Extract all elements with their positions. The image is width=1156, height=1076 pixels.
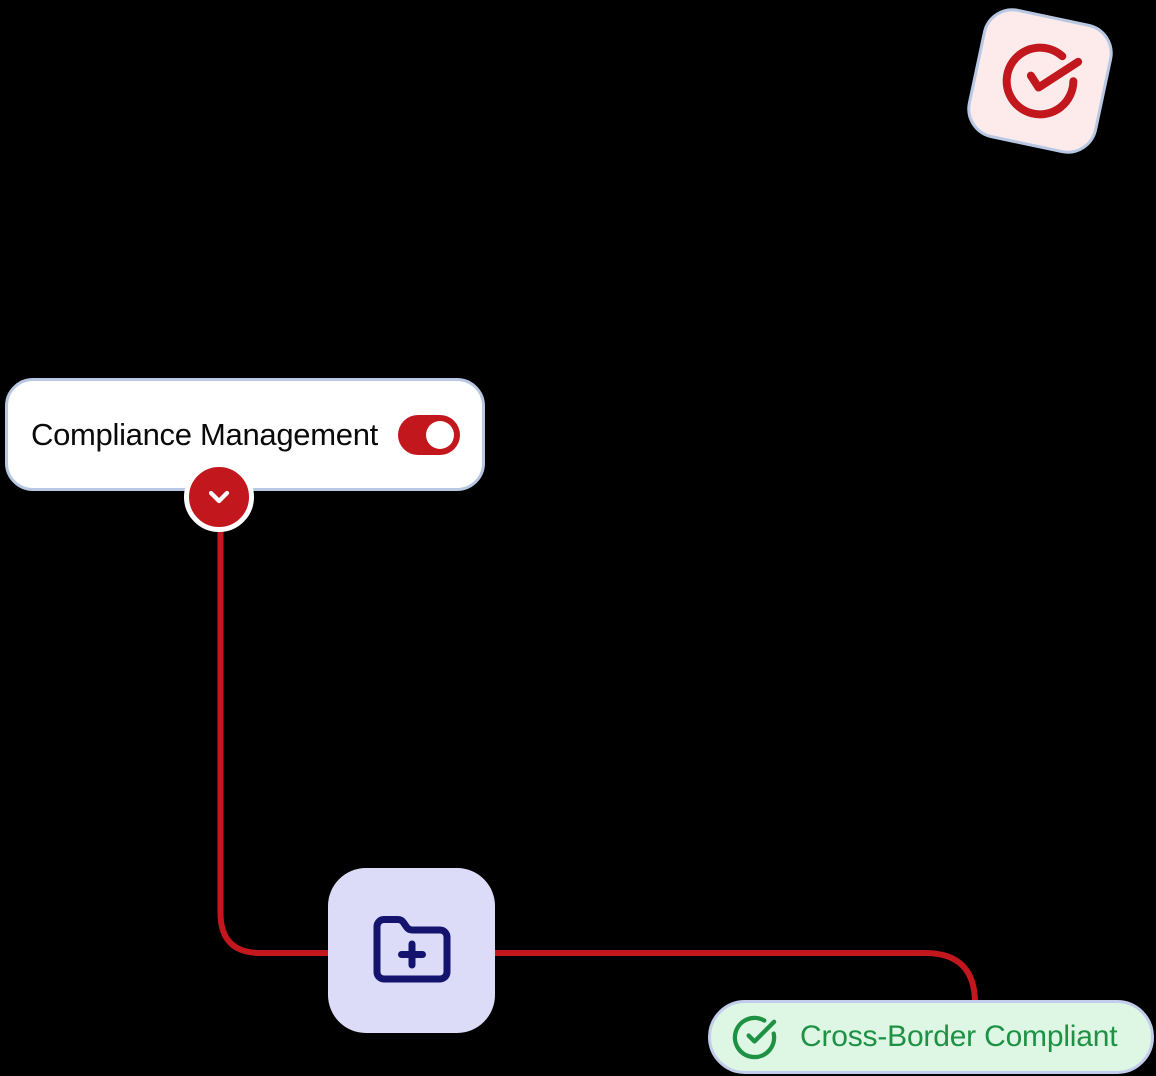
circle-check-icon <box>732 1015 777 1059</box>
expand-button[interactable] <box>184 462 254 532</box>
compliance-card: Compliance Management <box>5 378 485 491</box>
connector-path <box>217 505 978 1008</box>
folder-plus-icon <box>373 915 450 982</box>
compliant-pill: Cross-Border Compliant <box>708 1000 1154 1074</box>
card-label: Compliance Management <box>31 416 378 452</box>
circle-check-icon <box>1002 43 1083 119</box>
toggle-knob <box>426 420 454 449</box>
compliance-toggle[interactable] <box>398 414 460 455</box>
chevron-down-icon <box>208 490 230 504</box>
pill-label: Cross-Border Compliant <box>800 1020 1118 1053</box>
folder-node <box>328 868 495 1033</box>
verified-badge <box>961 2 1119 160</box>
